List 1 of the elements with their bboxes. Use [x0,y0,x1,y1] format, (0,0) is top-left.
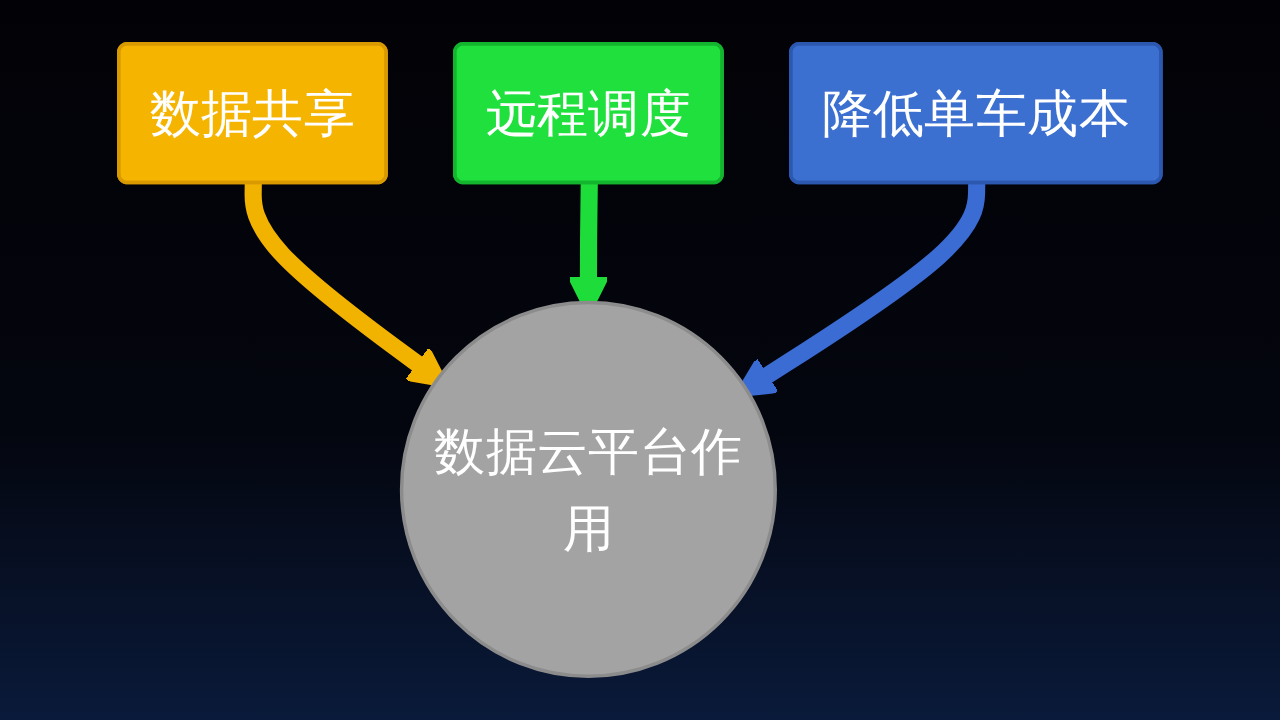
node-circle: 数据云平台作用 [400,300,778,678]
